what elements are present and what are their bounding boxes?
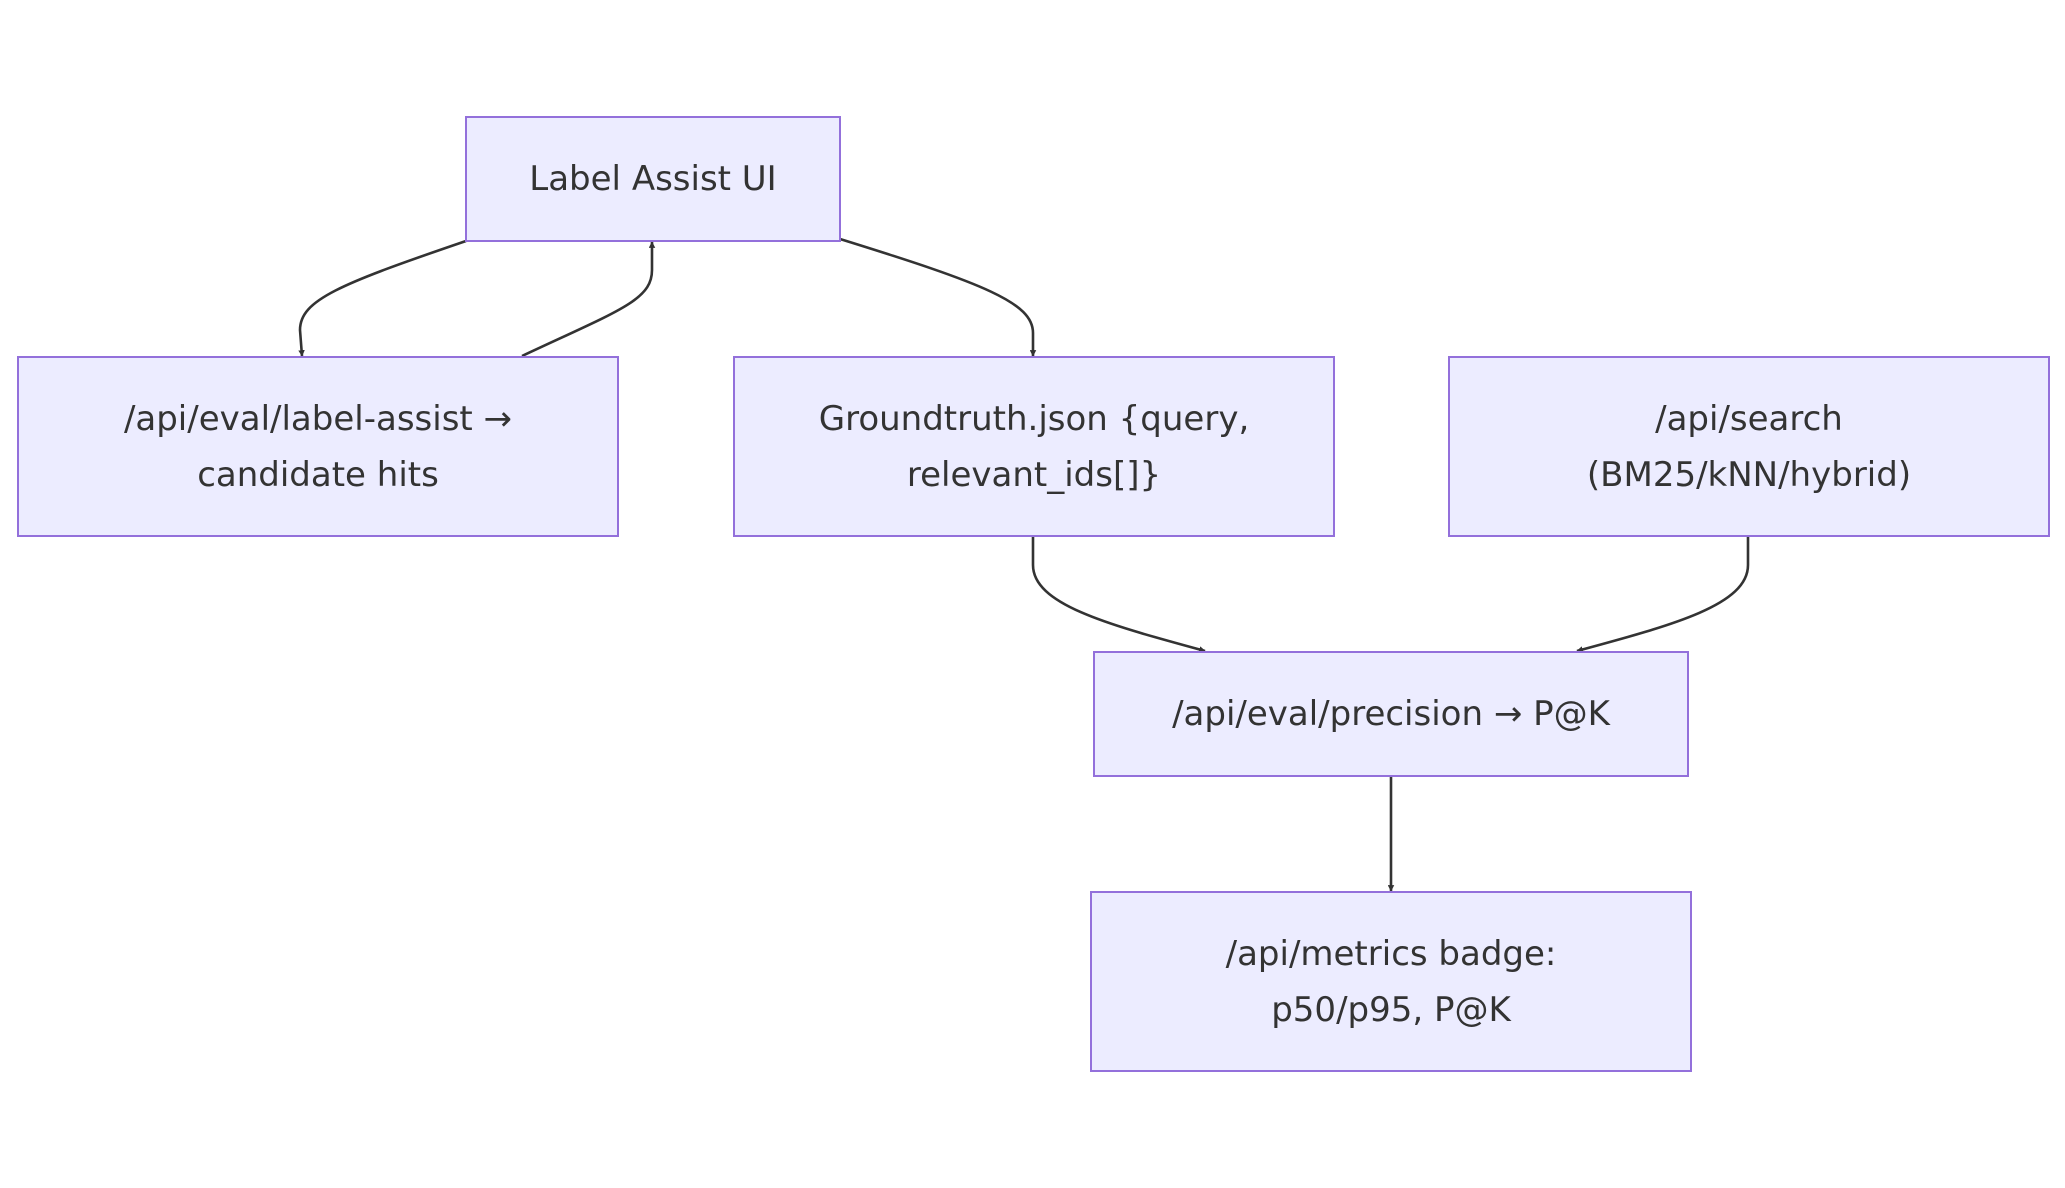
node-precision-endpoint: /api/eval/precision → P@K xyxy=(1093,651,1689,777)
edge-label-assist-to-label-ui xyxy=(521,241,656,358)
node-search-endpoint: /api/search (BM25/kNN/hybrid) xyxy=(1448,356,2050,537)
node-label-line: /api/eval/label-assist → xyxy=(123,398,513,439)
node-label-line: /api/eval/precision → P@K xyxy=(1172,694,1610,734)
edge-label-ui-to-groundtruth xyxy=(839,237,1037,357)
node-label-line: relevant_ids[]} xyxy=(906,454,1162,495)
node-groundtruth: Groundtruth.json {query, relevant_ids[]} xyxy=(733,356,1335,537)
node-label-line: /api/search xyxy=(1655,398,1843,439)
edge-label-ui-to-label-assist xyxy=(298,239,467,357)
node-label-assist-endpoint: /api/eval/label-assist → candidate hits xyxy=(17,356,619,537)
edge-groundtruth-to-precision xyxy=(1031,537,1206,653)
node-label-line: Groundtruth.json {query, xyxy=(818,398,1250,439)
node-label-line: p50/p95, P@K xyxy=(1271,989,1511,1030)
node-metrics-badge: /api/metrics badge: p50/p95, P@K xyxy=(1090,891,1692,1072)
node-label-line: (BM25/kNN/hybrid) xyxy=(1586,454,1912,495)
node-label-line: /api/metrics badge: xyxy=(1225,933,1557,974)
node-label-line: Label Assist UI xyxy=(529,159,777,199)
edge-search-to-precision xyxy=(1576,537,1750,653)
node-label-assist-ui: Label Assist UI xyxy=(465,116,841,242)
node-label-line: candidate hits xyxy=(197,454,439,495)
